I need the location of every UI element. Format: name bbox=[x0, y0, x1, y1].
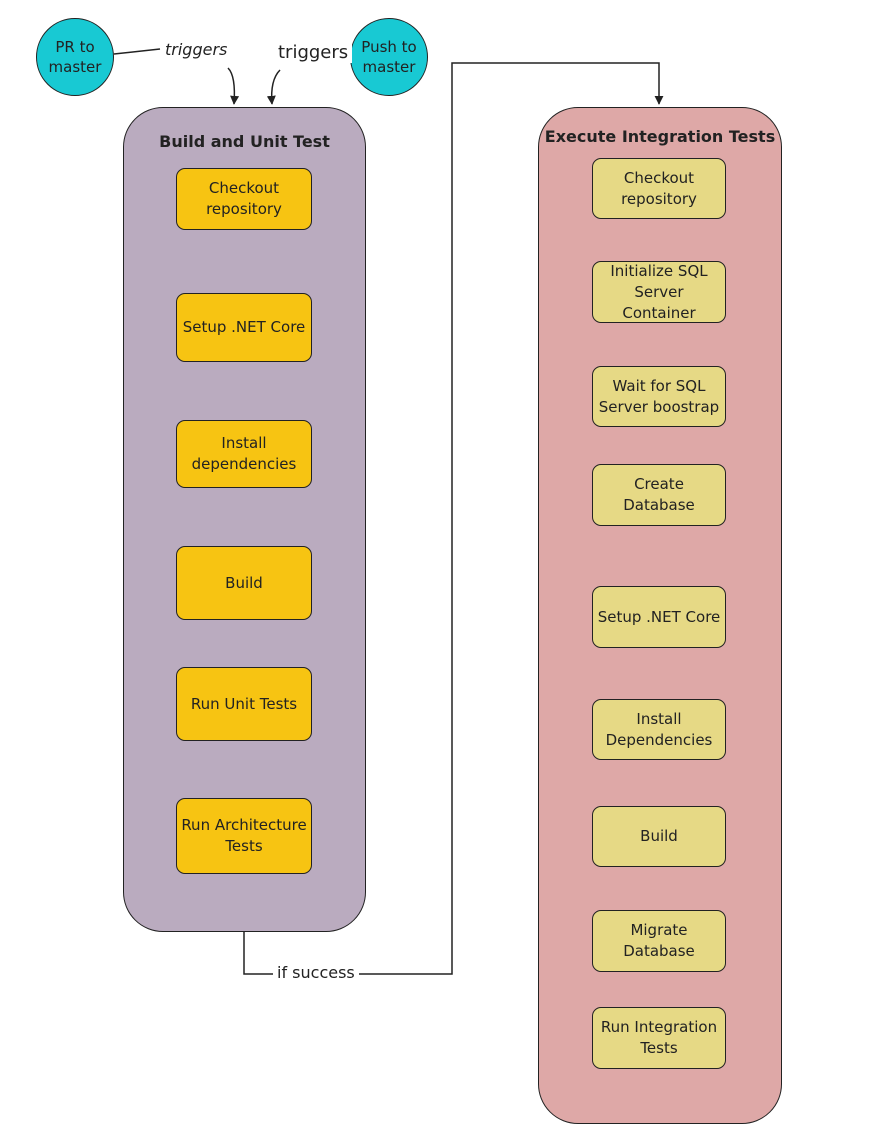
step-setup-dotnet-core: Setup .NET Core bbox=[592, 586, 726, 648]
step-create-database: Create Database bbox=[592, 464, 726, 526]
step-initialize-sql-server-container: Initialize SQL Server Container bbox=[592, 261, 726, 323]
step-run-unit-tests: Run Unit Tests bbox=[176, 667, 312, 741]
trigger-label-push: triggers bbox=[274, 42, 353, 63]
step-build: Build bbox=[176, 546, 312, 620]
trigger-push-to-master: Push to master bbox=[350, 18, 428, 96]
step-checkout-repository: Checkout repository bbox=[592, 158, 726, 219]
step-run-integration-tests: Run Integration Tests bbox=[592, 1007, 726, 1069]
step-setup-dotnet-core: Setup .NET Core bbox=[176, 293, 312, 362]
step-migrate-database: Migrate Database bbox=[592, 910, 726, 972]
lane-title: Execute Integration Tests bbox=[544, 127, 776, 146]
trigger-arrow-pr-curve bbox=[227, 67, 240, 105]
trigger-arrow-pr bbox=[113, 48, 161, 55]
lane-build-and-unit-test: Build and Unit Test bbox=[123, 107, 366, 932]
step-run-architecture-tests: Run Architecture Tests bbox=[176, 798, 312, 874]
trigger-arrow-push bbox=[266, 69, 281, 105]
step-install-dependencies: Install dependencies bbox=[176, 420, 312, 488]
lane-title: Build and Unit Test bbox=[159, 132, 330, 151]
step-build: Build bbox=[592, 806, 726, 867]
trigger-pr-to-master: PR to master bbox=[36, 18, 114, 96]
step-wait-for-sql-server: Wait for SQL Server boostrap bbox=[592, 366, 726, 427]
if-success-connector bbox=[243, 62, 664, 975]
step-checkout-repository: Checkout repository bbox=[176, 168, 312, 230]
if-success-label: if success bbox=[273, 963, 359, 982]
step-install-dependencies: Install Dependencies bbox=[592, 699, 726, 760]
trigger-label-pr: triggers bbox=[161, 40, 232, 59]
